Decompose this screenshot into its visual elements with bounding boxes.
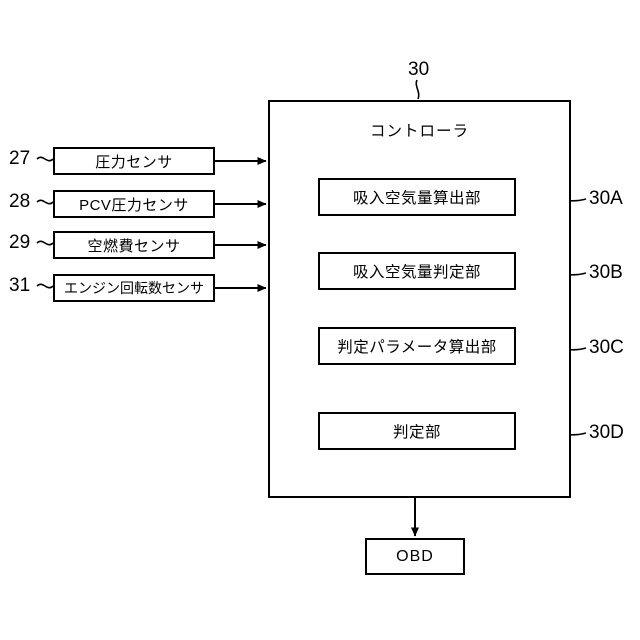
controller-title: コントローラ	[369, 123, 469, 140]
sensor-box-air-fuel-ratio: 空燃費センサ	[53, 231, 215, 259]
unit-box-intake-air-judge: 吸入空気量判定部	[318, 252, 516, 290]
ref-label-30: 30	[408, 59, 430, 80]
sensor-box-pressure: 圧力センサ	[53, 147, 215, 175]
ref-label-30D: 30D	[589, 422, 624, 443]
sensor-box-pcv-pressure: PCV圧力センサ	[53, 190, 215, 218]
unit-box-intake-air-calculator: 吸入空気量算出部	[318, 178, 516, 216]
sensor-box-engine-speed: エンジン回転数センサ	[53, 274, 215, 302]
leader-ref-27	[36, 156, 54, 162]
leader-ref-31	[36, 283, 54, 289]
leader-ref-29	[36, 240, 54, 246]
ref-label-30B: 30B	[589, 262, 623, 283]
obd-box: OBD	[365, 538, 465, 575]
leader-ref-28	[36, 199, 54, 205]
unit-box-judge: 判定部	[318, 412, 516, 450]
ref-label-28: 28	[9, 191, 31, 212]
unit-box-judge-parameter-calculator: 判定パラメータ算出部	[318, 327, 516, 365]
leader-ref-30	[415, 79, 420, 100]
ref-label-29: 29	[9, 232, 31, 253]
ref-label-30C: 30C	[589, 337, 624, 358]
ref-label-27: 27	[9, 148, 31, 169]
ref-label-31: 31	[9, 275, 31, 296]
ref-label-30A: 30A	[589, 188, 623, 209]
